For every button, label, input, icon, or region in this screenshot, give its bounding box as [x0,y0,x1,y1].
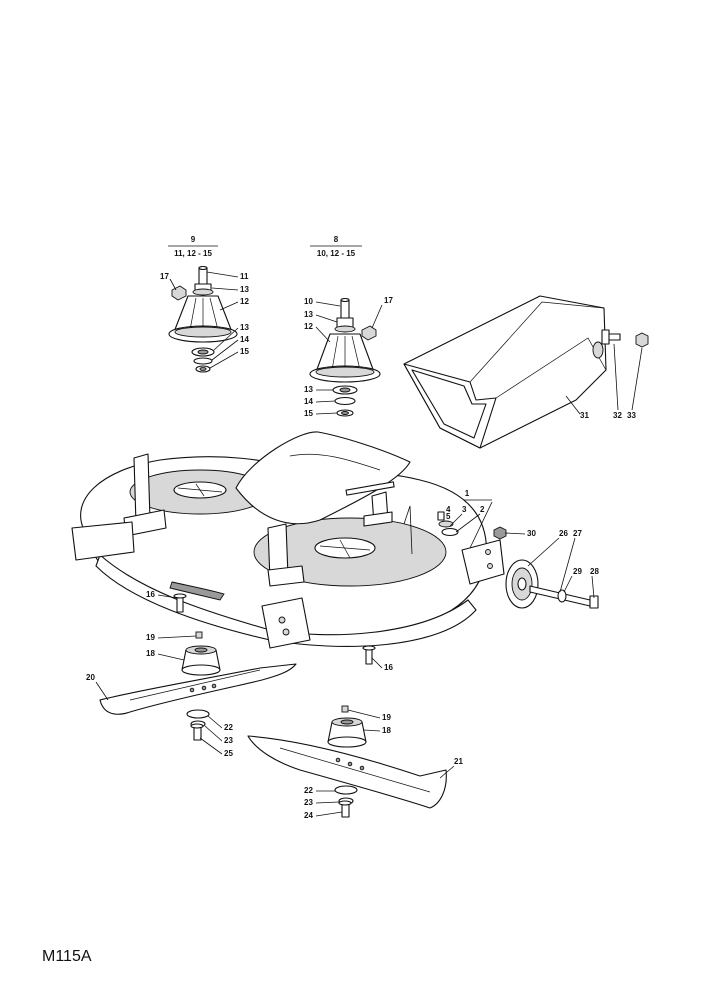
callout-12b: 12 [304,322,313,331]
callout-26: 26 [559,529,568,538]
callout-12: 12 [240,297,249,306]
page-code-label: M115A [42,948,92,965]
callout-15b: 15 [304,409,313,418]
callout-13c: 13 [304,310,313,319]
callout-13d: 13 [304,385,313,394]
group-1-top-label: 1 [465,489,470,498]
callout-22: 22 [224,723,233,732]
group-8-top-label: 8 [334,235,339,244]
discharge-chute [403,295,649,449]
mower-deck [71,431,488,649]
callout-14: 14 [240,335,249,344]
callout-23: 23 [224,736,233,745]
callout-5: 5 [446,512,451,521]
group-8-bottom-label: 10, 12 - 15 [317,249,356,258]
left-spindle-assembly [168,265,238,373]
callout-17: 17 [160,272,169,281]
callout-21: 21 [454,757,463,766]
callout-19: 19 [146,633,155,642]
callout-16: 16 [146,590,155,599]
callout-22b: 22 [304,786,313,795]
callout-3: 3 [462,505,467,514]
callout-2: 2 [480,505,485,514]
callout-27: 27 [573,529,582,538]
left-blade-assembly [99,631,297,741]
callout-4: 4 [446,505,451,514]
callout-23b: 23 [304,798,313,807]
callout-10: 10 [304,297,313,306]
callout-13: 13 [240,285,249,294]
center-spindle-assembly [309,297,381,417]
gauge-wheel-assembly [437,511,599,609]
deck-bolts [173,593,376,665]
callout-19b: 19 [382,713,391,722]
callout-29: 29 [573,567,582,576]
callout-30: 30 [527,529,536,538]
group-8-header: 8 10, 12 - 15 [310,235,362,258]
callout-14b: 14 [304,397,313,406]
callout-33: 33 [627,411,636,420]
callout-20: 20 [86,673,95,682]
callout-28: 28 [590,567,599,576]
group-9-bottom-label: 11, 12 - 15 [174,249,212,258]
right-blade-assembly [247,705,447,818]
callout-13b: 13 [240,323,249,332]
callout-32: 32 [613,411,622,420]
callout-18b: 18 [382,726,391,735]
callout-31: 31 [580,411,589,420]
callout-25: 25 [224,749,233,758]
callout-18: 18 [146,649,155,658]
callouts: 17 11 13 12 13 14 15 10 13 12 13 14 15 1… [86,271,643,820]
callout-11: 11 [240,272,249,281]
callout-17b: 17 [384,296,393,305]
group-9-header: 9 11, 12 - 15 [168,235,218,258]
callout-15: 15 [240,347,249,356]
callout-16b: 16 [384,663,393,672]
callout-24: 24 [304,811,313,820]
group-9-top-label: 9 [191,235,196,244]
